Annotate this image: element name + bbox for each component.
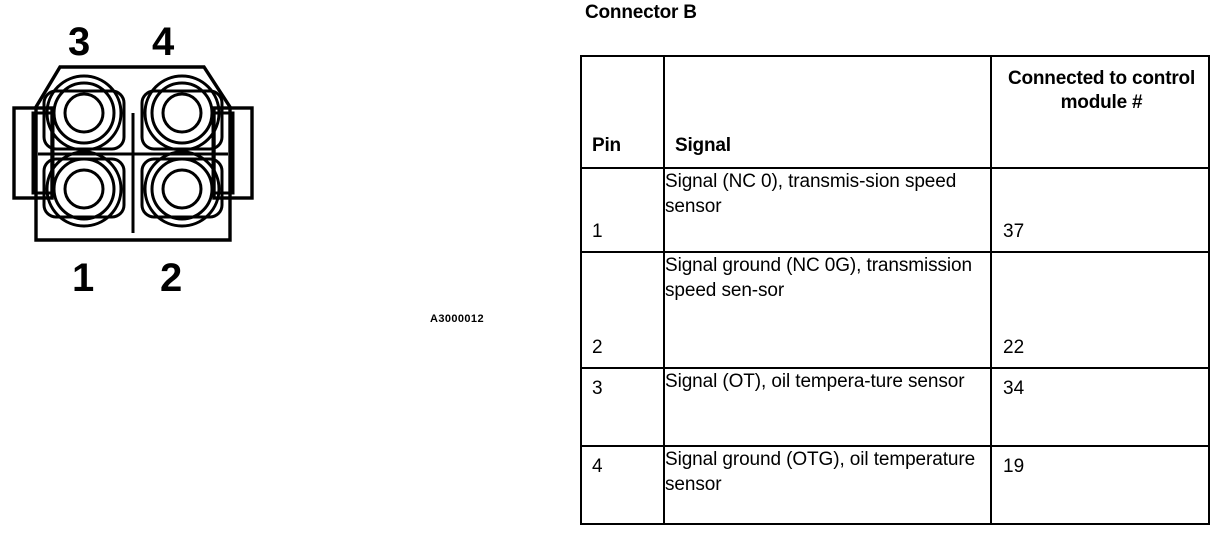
cell-signal: Signal ground (OTG), oil temperature sen… — [663, 445, 992, 525]
connector-cavity-1 — [42, 150, 126, 228]
cell-module-value: 34 — [1003, 378, 1025, 399]
connector-pinout-figure: 3 4 — [0, 0, 560, 546]
cell-pin: 4 — [580, 445, 665, 525]
column-header-signal-label: Signal — [675, 135, 731, 156]
cell-pin-value: 4 — [592, 456, 603, 477]
table-row: 3 Signal (OT), oil tempera-­ture sensor … — [580, 367, 1210, 447]
table-row: 4 Signal ground (OTG), oil temperature s… — [580, 445, 1210, 525]
connector-pin-table: Pin Signal Connected to control module #… — [580, 55, 1210, 525]
cell-pin: 1 — [580, 167, 665, 253]
cell-pin-value: 1 — [592, 221, 603, 242]
column-header-signal: Signal — [663, 55, 992, 169]
connector-housing-outline — [34, 65, 232, 242]
connector-cavity-4 — [140, 74, 224, 152]
cell-pin-value: 2 — [592, 337, 603, 358]
cell-module: 34 — [990, 367, 1210, 447]
connector-pin-label-4: 4 — [152, 20, 175, 64]
cell-module-value: 37 — [1003, 221, 1025, 242]
column-header-pin: Pin — [580, 55, 665, 169]
column-header-module-label: Connected to control module # — [1007, 68, 1196, 114]
table-title: Connector B — [585, 2, 697, 23]
connector-pin-label-2: 2 — [160, 256, 183, 300]
connector-body-drawing — [12, 65, 254, 242]
column-header-pin-label: Pin — [592, 135, 621, 156]
figure-reference-code: A3000012 — [430, 313, 484, 325]
connector-cavity-3 — [42, 74, 126, 152]
cell-pin: 3 — [580, 367, 665, 447]
connector-cavity-2 — [140, 150, 224, 228]
cell-signal: Signal (NC 0), transmis-­sion speed sens… — [663, 167, 992, 253]
cell-module-value: 22 — [1003, 337, 1025, 358]
cell-module: 22 — [990, 251, 1210, 369]
table-row: 1 Signal (NC 0), transmis-­sion speed se… — [580, 167, 1210, 253]
table-header-row: Pin Signal Connected to control module # — [580, 55, 1210, 169]
cell-signal: Signal ground (NC 0G), transmission spee… — [663, 251, 992, 369]
cell-module-value: 19 — [1003, 456, 1025, 477]
connector-pin-label-1: 1 — [72, 256, 95, 300]
cell-module: 37 — [990, 167, 1210, 253]
cell-pin-value: 3 — [592, 378, 603, 399]
connector-pin-label-3: 3 — [68, 20, 91, 64]
column-header-module: Connected to control module # — [990, 55, 1210, 169]
cell-signal: Signal (OT), oil tempera-­ture sensor — [663, 367, 992, 447]
table-row: 2 Signal ground (NC 0G), transmission sp… — [580, 251, 1210, 369]
cell-pin: 2 — [580, 251, 665, 369]
cell-module: 19 — [990, 445, 1210, 525]
connector-table-panel: Connector B Pin Signal Connected to cont… — [580, 0, 1232, 546]
